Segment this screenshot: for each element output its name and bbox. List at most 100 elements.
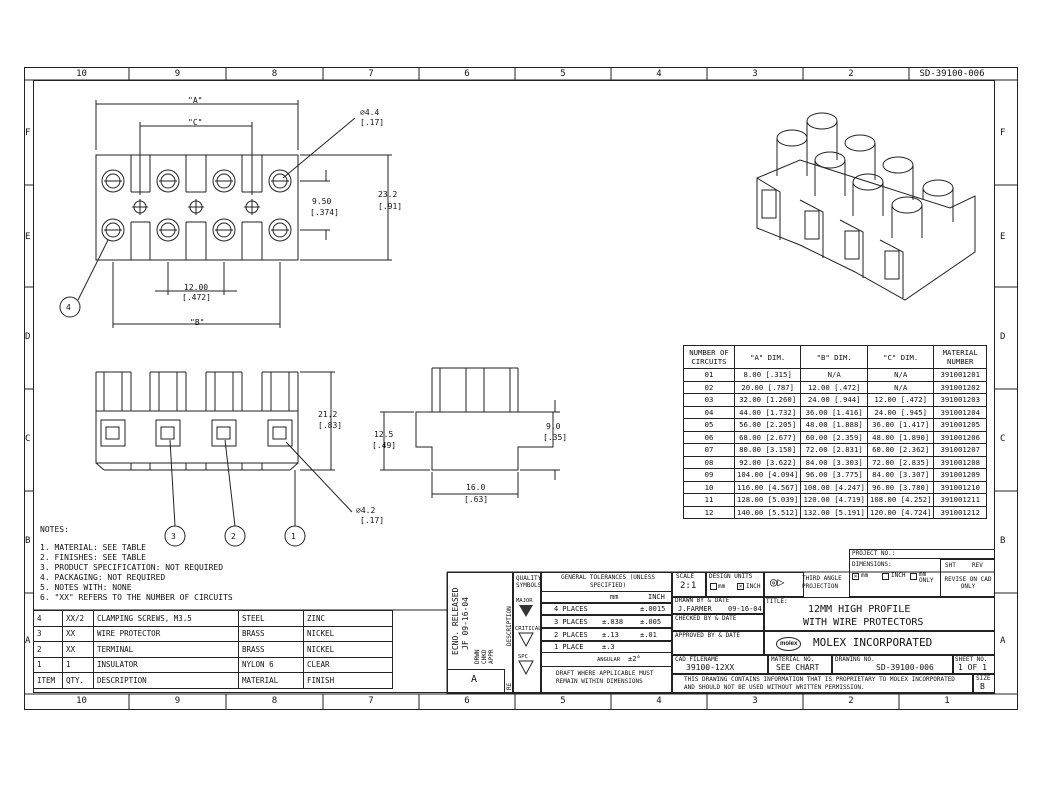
circuits-cell: 48.00 [1.888]: [800, 418, 868, 432]
gen-tol-label: GENERAL TOLERANCES (UNLESS SPECIFIED): [561, 574, 655, 589]
circuits-cell: N/A: [800, 368, 868, 382]
circuits-cell: 8.00 [.315]: [733, 368, 802, 382]
units-inch-checkbox[interactable]: ×: [737, 583, 744, 590]
dim-c: "C": [188, 118, 203, 127]
circuits-cell: 68.00 [2.677]: [733, 430, 802, 444]
dim-42-in: [.17]: [360, 516, 385, 525]
title-line-1: 12MM HIGH PROFILE: [808, 604, 911, 615]
bom-cell: NICKEL: [303, 641, 393, 658]
circuits-cell: 391001207: [933, 443, 987, 457]
draft-note: DRAFT WHERE APPLICABLE MUST REMAIN WITHI…: [556, 670, 654, 685]
circuits-cell: 96.00 [3.780]: [866, 480, 935, 494]
tol-2in: ±.01: [640, 631, 657, 639]
tol-row: [541, 628, 672, 641]
bom-cell: TERMINAL: [93, 641, 239, 658]
zone-bottom: 6: [464, 696, 470, 706]
zone-top: 2: [848, 69, 854, 79]
draft-box: [541, 666, 672, 694]
tol-row: [541, 641, 672, 653]
tol-inch: INCH: [648, 593, 665, 601]
circuits-cell: 01: [683, 368, 735, 382]
balloon-4: 4: [66, 303, 71, 312]
bom-cell: CLAMPING SCREWS, M3.5: [93, 610, 239, 627]
dim-inch-checkbox[interactable]: [882, 573, 889, 580]
material-no-label: MATERIAL NO.: [771, 656, 815, 663]
bom-cell: XX: [62, 625, 94, 642]
bom-cell: 1: [62, 656, 94, 673]
dim-mm-label: mm: [861, 572, 869, 579]
row-letter: A: [25, 636, 31, 646]
col-header: "B" DIM.: [800, 345, 868, 369]
approved-by-label: APPROVED BY & DATE: [675, 632, 741, 639]
dim-232: 23.2: [378, 190, 398, 199]
circuits-cell: 24.00 [.945]: [866, 405, 935, 419]
size-value: B: [980, 682, 985, 691]
circuits-cell: 391001209: [933, 468, 987, 482]
zone-bottom: 10: [76, 696, 87, 706]
units-inch-label: INCH: [746, 583, 761, 590]
tol-row-header: [541, 591, 672, 603]
circuits-cell: 12.00 [.472]: [866, 393, 935, 407]
title-label: TITLE:: [766, 598, 788, 605]
size-box: [973, 674, 995, 694]
circuits-cell: 391001212: [933, 505, 987, 519]
circuits-cell: 120.00 [4.719]: [800, 493, 868, 507]
zone-top: 5: [560, 69, 566, 79]
dim-mm-only-checkbox[interactable]: [910, 573, 917, 580]
zone-bottom: 2: [848, 696, 854, 706]
bom-col-header: QTY.: [62, 672, 94, 689]
dim-mm-checkbox[interactable]: ×: [852, 573, 859, 580]
note-item: 3. PRODUCT SPECIFICATION: NOT REQUIRED: [40, 563, 224, 572]
rev-appr: APPR: [488, 649, 495, 664]
circuits-cell: N/A: [866, 368, 935, 382]
sht-label: SHT: [945, 562, 956, 569]
bom-col-header: FINISH: [303, 672, 393, 689]
approved-by-box: [672, 631, 764, 655]
zone-top: 9: [174, 69, 181, 79]
circuits-cell: 07: [683, 443, 735, 457]
dimensions-label: DIMENSIONS:: [852, 561, 892, 568]
circuits-cell: 84.00 [3.307]: [866, 468, 935, 482]
circuits-cell: 36.00 [1.416]: [800, 405, 868, 419]
cad-filename-box: [672, 655, 768, 674]
circuits-cell: 391001211: [933, 493, 987, 507]
circuits-cell: 96.00 [3.775]: [800, 468, 868, 482]
balloon-1: 1: [291, 532, 296, 541]
circuits-cell: 12.00 [.472]: [800, 380, 868, 394]
circuits-cell: 128.00 [5.039]: [733, 493, 802, 507]
circuits-cell: 11: [683, 493, 735, 507]
note-item: 4. PACKAGING: NOT REQUIRED: [40, 573, 166, 582]
circuits-cell: 108.00 [4.252]: [866, 493, 935, 507]
tol-4in: ±.0015: [640, 605, 666, 613]
units-mm-checkbox[interactable]: [710, 583, 717, 590]
scale-box: [672, 572, 706, 597]
dim-b: "B": [190, 318, 205, 327]
bom-col-header: DESCRIPTION: [93, 672, 239, 689]
drawn-by-date: 09-16-04: [728, 605, 762, 613]
cad-filename-label: CAD FILENAME: [675, 656, 719, 663]
notes-title: NOTES:: [40, 525, 69, 534]
circuits-cell: 24.00 [.944]: [800, 393, 868, 407]
revise-note: REVISE ON CAD ONLY: [944, 576, 992, 590]
circuits-cell: 391001203: [933, 393, 987, 407]
col-header: "C" DIM.: [866, 345, 935, 369]
company-name: MOLEX INCORPORATED: [813, 636, 933, 649]
title-line-2: WITH WIRE PROTECTORS: [803, 617, 924, 628]
material-no: SEE CHART: [776, 663, 820, 672]
bom-cell: 4: [33, 610, 63, 627]
dim-a: "A": [188, 96, 203, 105]
dim-950: 9.50: [312, 197, 332, 206]
sheet-no-label: SHEET NO.: [955, 656, 988, 663]
spc-label: SPC: [518, 654, 528, 660]
cad-filename: 39100-12XX: [686, 663, 735, 672]
rev-label: REV: [972, 562, 983, 569]
circuits-table: NUMBER OF CIRCUITS "A" DIM. "B" DIM. "C"…: [683, 345, 987, 519]
scale-value: 2:1: [680, 581, 697, 591]
bom-cell: NICKEL: [303, 625, 393, 642]
zone-top: 6: [464, 69, 470, 79]
circuits-cell: 391001205: [933, 418, 987, 432]
design-units-box: [706, 572, 764, 597]
